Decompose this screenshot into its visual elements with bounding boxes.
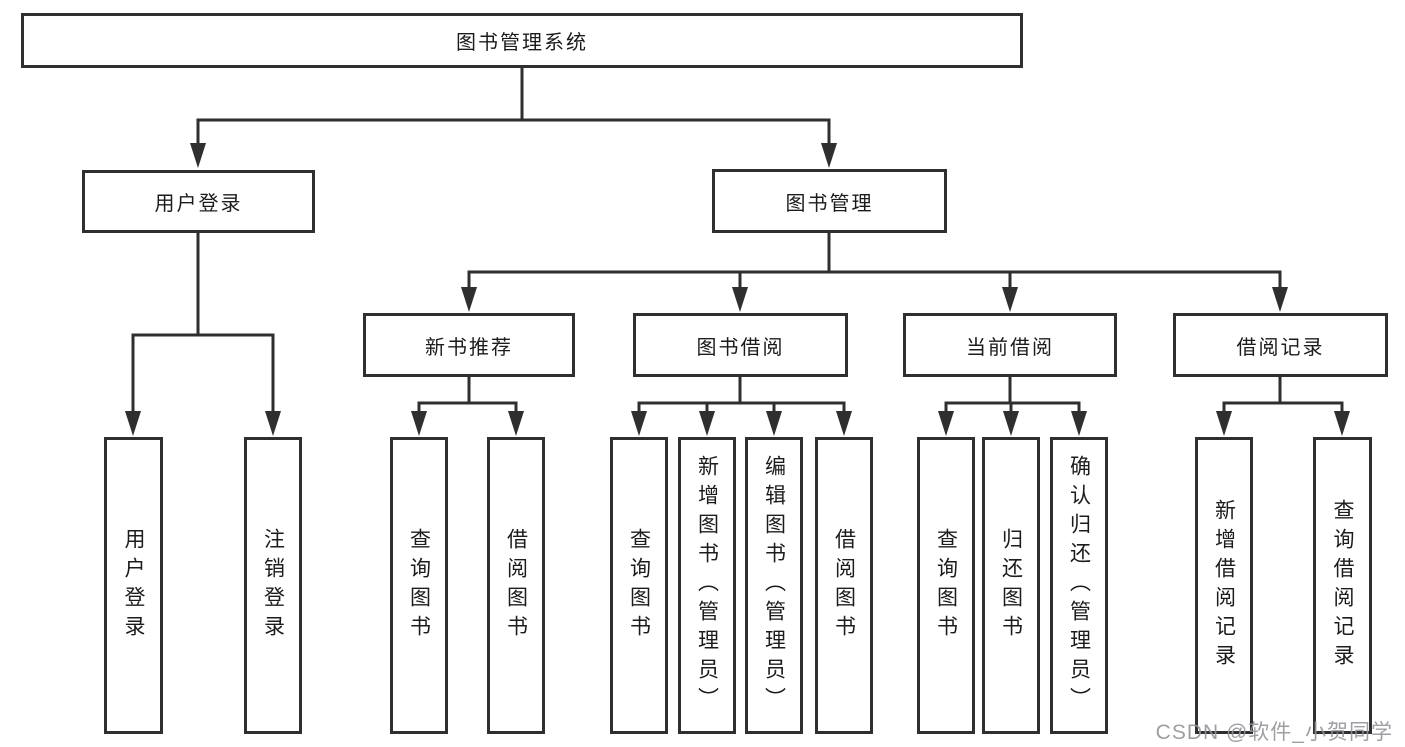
node-leaf-add-book-label: 新增图书（管理员） xyxy=(695,455,719,716)
node-new-book-recommend: 新书推荐 xyxy=(363,313,575,377)
node-leaf-borrow-book-1-label: 借阅图书 xyxy=(504,527,528,644)
node-root-label: 图书管理系统 xyxy=(456,32,588,54)
node-leaf-query-book-2: 查询图书 xyxy=(610,437,668,734)
node-current-borrow-label: 当前借阅 xyxy=(966,336,1054,359)
node-current-borrow: 当前借阅 xyxy=(903,313,1117,377)
node-leaf-add-book: 新增图书（管理员） xyxy=(678,437,736,734)
node-leaf-confirm-return: 确认归还（管理员） xyxy=(1050,437,1108,734)
node-leaf-borrow-book-1: 借阅图书 xyxy=(487,437,545,734)
node-leaf-query-borrow-record-label: 查询借阅记录 xyxy=(1331,498,1354,673)
node-leaf-user-login-label: 用户登录 xyxy=(122,527,145,644)
node-leaf-query-book-1: 查询图书 xyxy=(390,437,448,734)
node-book-borrow: 图书借阅 xyxy=(633,313,848,377)
node-leaf-query-book-1-label: 查询图书 xyxy=(407,527,431,644)
node-leaf-query-book-3-label: 查询图书 xyxy=(934,527,958,644)
node-borrow-records: 借阅记录 xyxy=(1173,313,1388,377)
node-leaf-edit-book-label: 编辑图书（管理员） xyxy=(762,455,786,716)
node-book-management: 图书管理 xyxy=(712,169,947,233)
node-leaf-logout: 注销登录 xyxy=(244,437,302,734)
node-root: 图书管理系统 xyxy=(21,13,1023,68)
node-leaf-query-book-2-label: 查询图书 xyxy=(627,527,651,644)
node-leaf-return-book: 归还图书 xyxy=(982,437,1040,734)
node-leaf-edit-book: 编辑图书（管理员） xyxy=(745,437,803,734)
node-leaf-query-borrow-record: 查询借阅记录 xyxy=(1313,437,1372,734)
node-leaf-add-borrow-record: 新增借阅记录 xyxy=(1195,437,1253,734)
node-leaf-borrow-book-2-label: 借阅图书 xyxy=(832,527,856,644)
node-leaf-logout-label: 注销登录 xyxy=(261,527,285,644)
node-leaf-query-book-3: 查询图书 xyxy=(917,437,975,734)
node-new-book-recommend-label: 新书推荐 xyxy=(425,336,513,359)
csdn-watermark: CSDN @软件_小贺同学 xyxy=(1155,721,1393,744)
node-borrow-records-label: 借阅记录 xyxy=(1236,336,1325,359)
node-user-login-label: 用户登录 xyxy=(154,193,243,215)
node-leaf-user-login: 用户登录 xyxy=(104,437,163,734)
node-leaf-confirm-return-label: 确认归还（管理员） xyxy=(1067,455,1091,716)
node-book-management-label: 图书管理 xyxy=(785,192,874,215)
node-leaf-borrow-book-2: 借阅图书 xyxy=(815,437,873,734)
node-leaf-add-borrow-record-label: 新增借阅记录 xyxy=(1212,498,1236,673)
node-user-login: 用户登录 xyxy=(82,170,315,233)
node-book-borrow-label: 图书借阅 xyxy=(696,336,785,359)
node-leaf-return-book-label: 归还图书 xyxy=(999,527,1023,644)
